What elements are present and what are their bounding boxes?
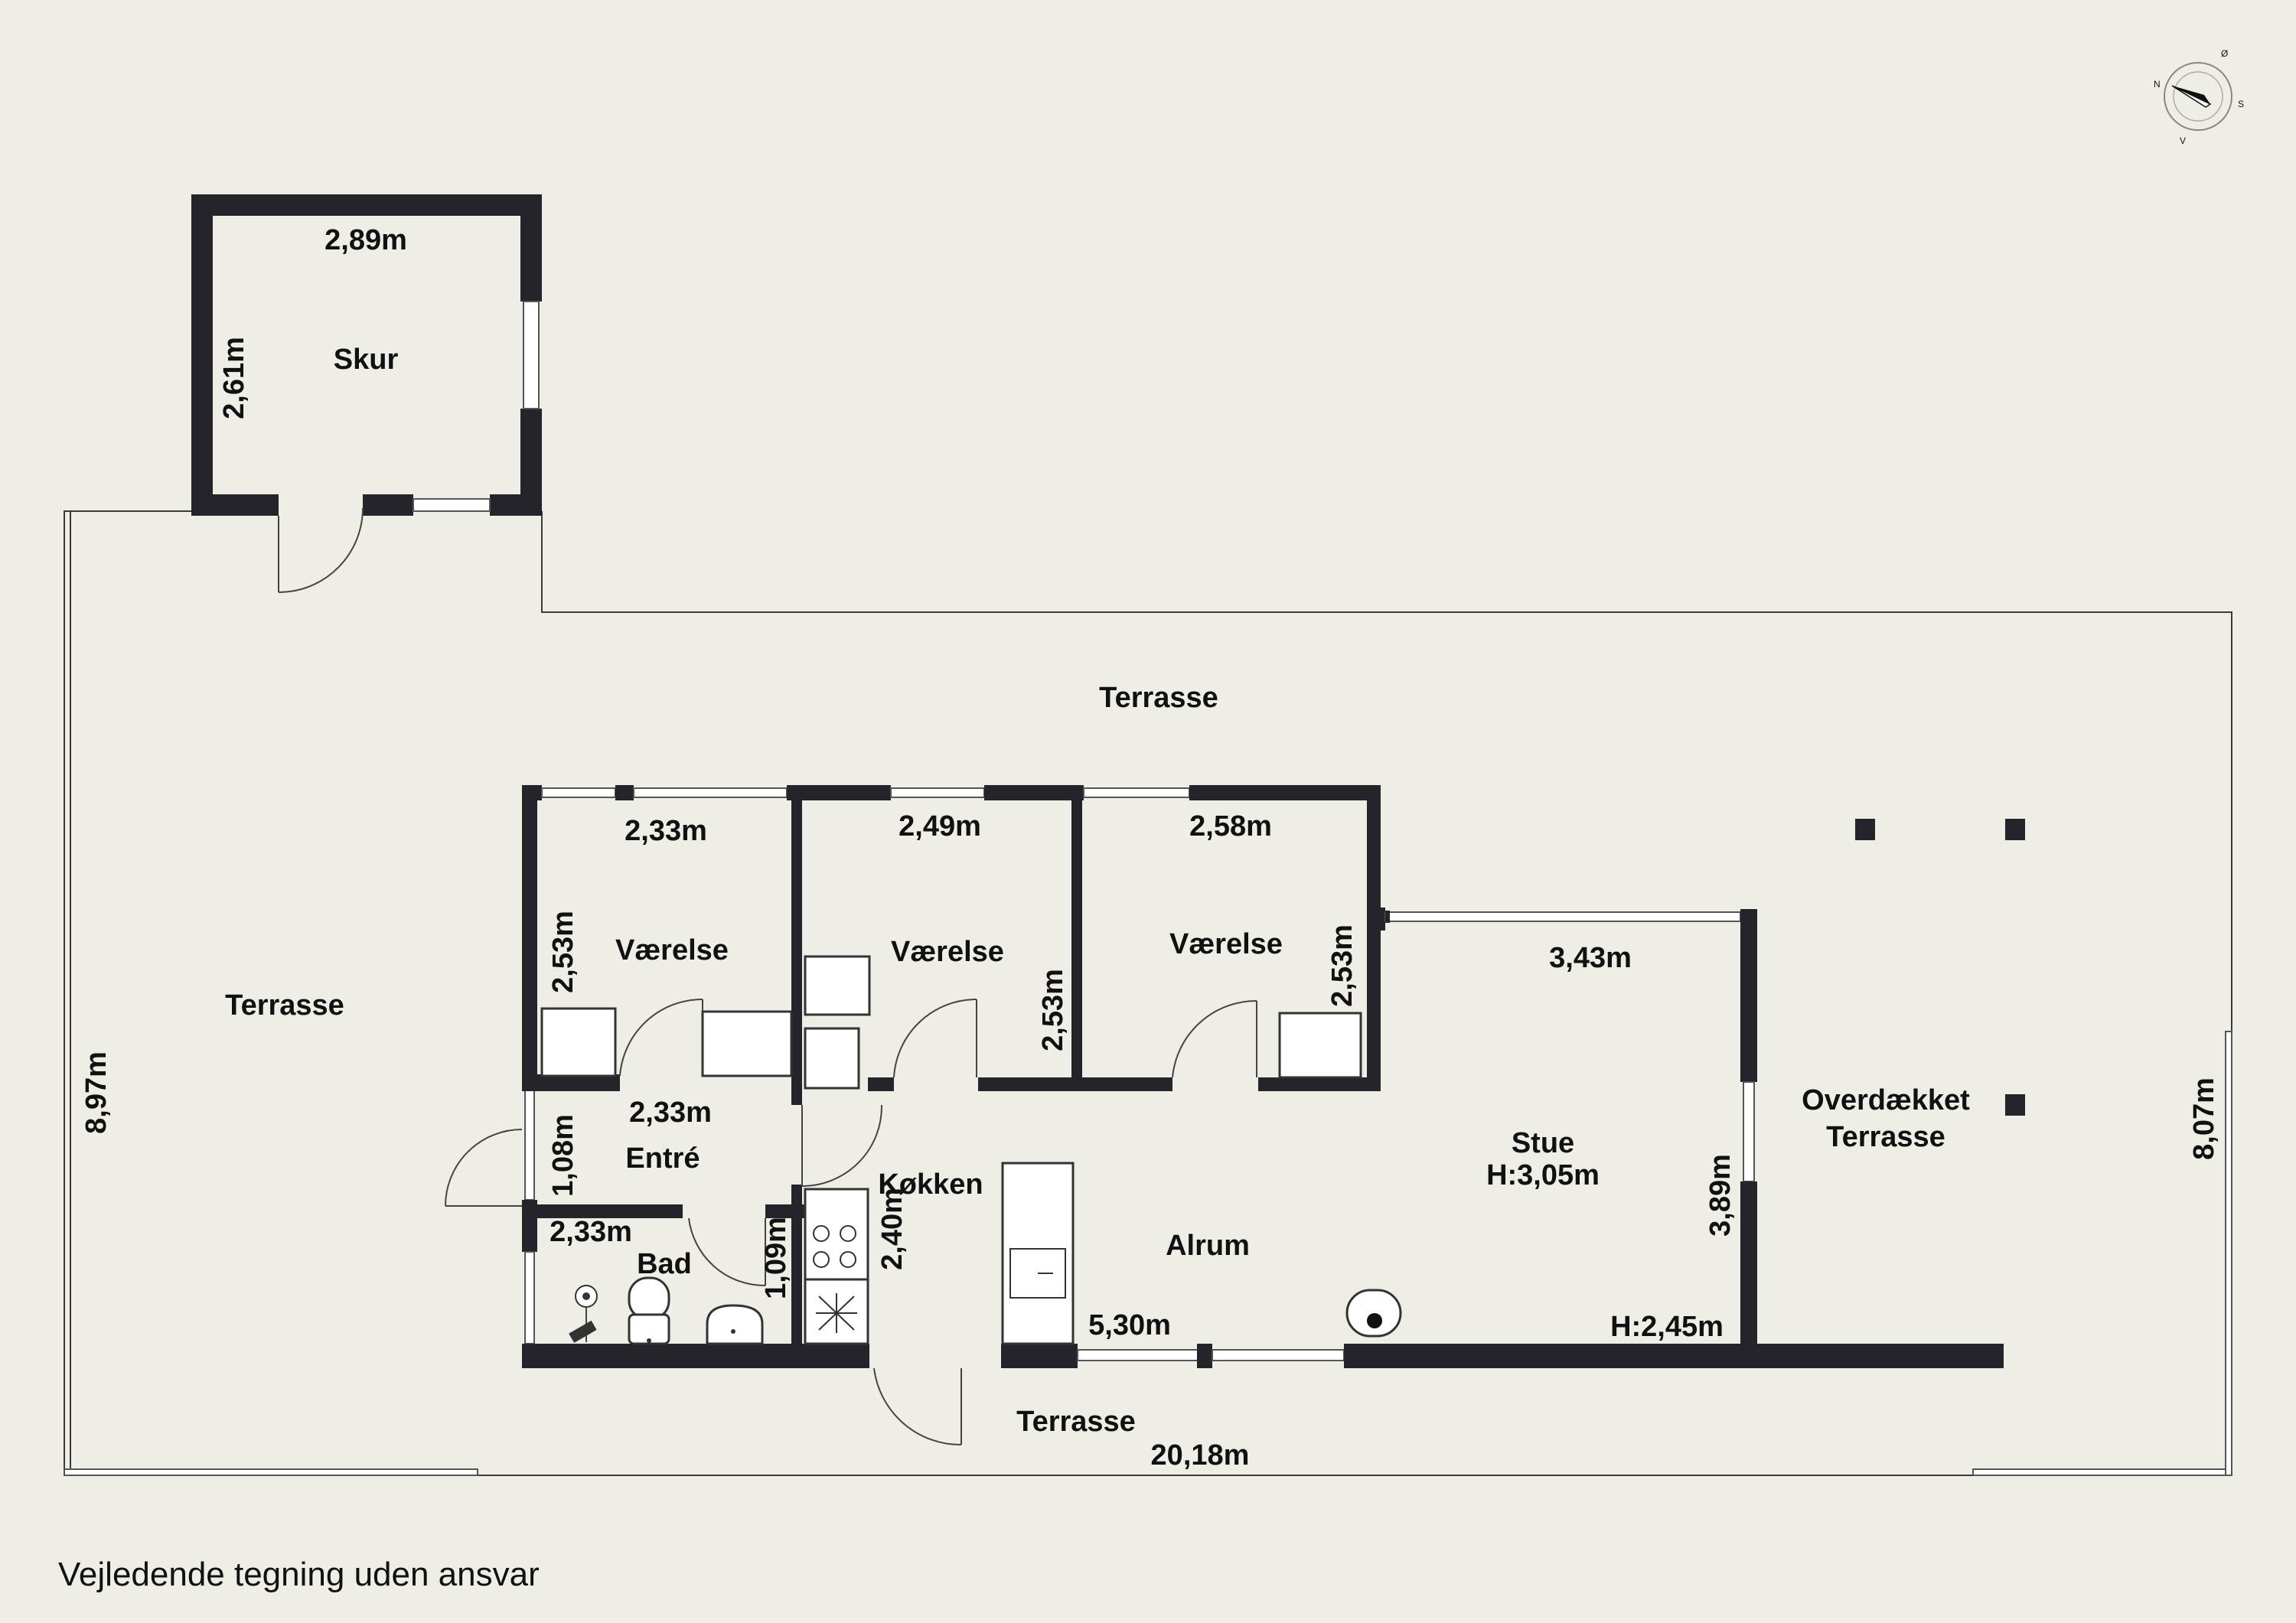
dim-vaerelse-2-width: 2,49m: [899, 810, 981, 842]
room-label-skur: Skur: [334, 344, 399, 376]
room-label-terrasse-top: Terrasse: [1099, 682, 1218, 714]
shed-window-east: [523, 301, 540, 409]
dim-alrum-width: 5,30m: [1088, 1309, 1171, 1341]
room-label-stue: Stue: [1512, 1127, 1574, 1159]
room-label-bad: Bad: [637, 1248, 692, 1280]
fixtures: [540, 819, 2025, 1345]
door-koekken[interactable]: [801, 1104, 883, 1187]
height-low: H:2,45m: [1610, 1311, 1724, 1343]
room-label-terrasse-bottom: Terrasse: [1016, 1406, 1136, 1438]
door-entrance[interactable]: [445, 1129, 523, 1207]
door-terrasse-south[interactable]: [873, 1367, 962, 1446]
dim-total-height-right: 8,07m: [2188, 1077, 2220, 1160]
dim-entre-height: 1,08m: [547, 1114, 579, 1197]
wardrobe: [804, 955, 871, 1016]
dishwasher: [804, 1278, 869, 1345]
compass-s: S: [2238, 99, 2244, 109]
dim-vaerelse-2-height: 2,53m: [1037, 969, 1069, 1051]
dim-vaerelse-3-width: 2,58m: [1189, 810, 1272, 842]
door-vaerelse-3[interactable]: [1172, 999, 1257, 1078]
dim-vaerelse-3-height: 2,53m: [1326, 924, 1358, 1007]
compass-o: Ø: [2221, 48, 2228, 59]
disclaimer-note: Vejledende tegning uden ansvar: [58, 1556, 540, 1593]
toilet: [628, 1276, 670, 1345]
wardrobe: [540, 1007, 617, 1077]
sink: [706, 1304, 764, 1345]
room-label-entre: Entré: [625, 1142, 700, 1175]
doors: [445, 998, 1257, 1446]
shed-window-south: [413, 498, 491, 512]
dim-bad-width: 2,33m: [550, 1216, 632, 1248]
dimension-labels: 2,89m 2,61m 2,33m 2,53m 2,49m 2,53m 2,58…: [80, 224, 2220, 1471]
shed-door[interactable]: [278, 507, 364, 593]
room-label-vaerelse-1: Værelse: [615, 934, 729, 966]
wardrobe: [804, 1027, 860, 1090]
column: [2005, 819, 2025, 840]
dim-vaerelse-1-height: 2,53m: [547, 911, 579, 993]
dim-stue-width: 3,43m: [1549, 942, 1632, 974]
dim-skur-height: 2,61m: [218, 337, 250, 419]
wardrobe: [701, 1010, 793, 1077]
stue-height: H:3,05m: [1486, 1159, 1600, 1191]
dim-total-height-left: 8,97m: [80, 1051, 113, 1134]
compass-v: V: [2180, 135, 2186, 146]
wardrobe: [1278, 1012, 1362, 1079]
column: [2005, 1094, 2025, 1116]
dim-entre-width: 2,33m: [629, 1097, 712, 1129]
room-label-alrum: Alrum: [1166, 1230, 1250, 1262]
stove-fireplace: [1345, 1289, 1402, 1338]
door-bad[interactable]: [688, 1217, 766, 1287]
dim-vaerelse-1-width: 2,33m: [625, 815, 707, 847]
door-vaerelse-2[interactable]: [893, 998, 977, 1078]
dim-total-width: 20,18m: [1151, 1439, 1250, 1471]
house-walls: [522, 785, 2004, 1368]
room-label-vaerelse-3: Værelse: [1169, 928, 1283, 960]
dim-koekken-height: 2,40m: [876, 1188, 908, 1270]
room-label-terrasse-left: Terrasse: [225, 989, 344, 1022]
room-label-overdaekket-terrasse: Terrasse: [1826, 1121, 1945, 1153]
terrace-outline: [64, 510, 2232, 1476]
door-vaerelse-1[interactable]: [619, 998, 703, 1077]
compass-n: N: [2154, 79, 2161, 90]
column: [1855, 819, 1875, 840]
dim-stue-height: 3,89m: [1704, 1154, 1737, 1237]
shed: [191, 194, 542, 593]
dim-bad-height: 1,09m: [760, 1217, 792, 1299]
compass-icon: N Ø S V: [2154, 48, 2244, 146]
room-labels: Skur Terrasse Terrasse Terrasse Værelse …: [225, 344, 1970, 1438]
dim-skur-width: 2,89m: [325, 224, 407, 256]
room-label-koekken: Køkken: [878, 1168, 983, 1201]
kitchen-counter: [1001, 1162, 1075, 1345]
shower: [569, 1285, 598, 1343]
room-label-overdaekket: Overdækket: [1802, 1084, 1970, 1116]
room-label-vaerelse-2: Værelse: [891, 936, 1004, 968]
stove: [804, 1188, 869, 1281]
